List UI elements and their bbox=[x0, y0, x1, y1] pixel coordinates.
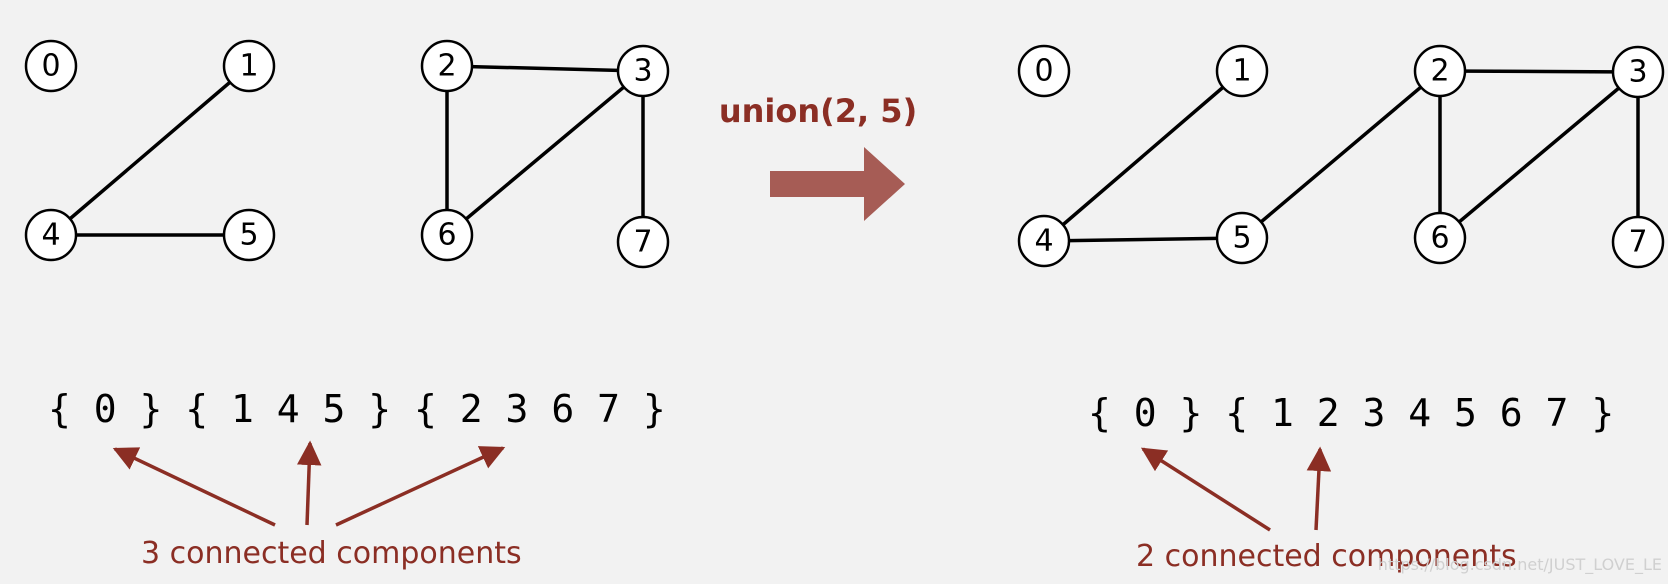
node-label: 4 bbox=[41, 218, 60, 253]
edge-3-6 bbox=[1438, 70, 1640, 240]
node-label: 5 bbox=[239, 218, 258, 253]
graph-before: 0 1 2 3 4 5 6 7 bbox=[24, 39, 670, 269]
node-label: 0 bbox=[41, 49, 60, 84]
node-label: 5 bbox=[1232, 221, 1251, 256]
node-label: 0 bbox=[1034, 54, 1053, 89]
node-label: 7 bbox=[1628, 225, 1647, 260]
node-label: 7 bbox=[633, 225, 652, 260]
node-0: 0 bbox=[24, 39, 78, 93]
node-2: 2 bbox=[420, 39, 474, 93]
component-pointer-arrow bbox=[112, 447, 276, 527]
right-arrow-icon bbox=[770, 147, 905, 221]
component-pointer-arrow bbox=[296, 440, 322, 526]
node-label: 1 bbox=[239, 49, 258, 84]
node-3: 3 bbox=[1611, 45, 1665, 99]
edge-2-5 bbox=[1240, 69, 1442, 240]
node-label: 6 bbox=[1430, 221, 1449, 256]
node-label: 3 bbox=[1628, 55, 1647, 90]
node-6: 6 bbox=[420, 208, 474, 262]
component-pointer-arrow bbox=[335, 446, 506, 527]
sets-before: { 0 } { 1 4 5 } { 2 3 6 7 } bbox=[48, 387, 666, 431]
graph-after: 0 1 2 3 4 5 6 7 bbox=[1017, 44, 1665, 269]
edge-4-5 bbox=[1042, 236, 1244, 243]
node-0: 0 bbox=[1017, 44, 1071, 98]
edge-3-6 bbox=[445, 69, 645, 237]
node-label: 2 bbox=[437, 49, 456, 84]
node-4: 4 bbox=[1017, 214, 1071, 268]
node-label: 2 bbox=[1430, 54, 1449, 89]
caption-before: 3 connected components bbox=[141, 536, 522, 571]
node-1: 1 bbox=[222, 39, 276, 93]
watermark: https://blog.csdn.net/JUST_LOVE_LE bbox=[1378, 555, 1662, 575]
node-label: 4 bbox=[1034, 224, 1053, 259]
component-pointer-arrow bbox=[1306, 446, 1332, 531]
edge-2-3 bbox=[1438, 69, 1640, 74]
sets-after: { 0 } { 1 2 3 4 5 6 7 } bbox=[1088, 391, 1614, 435]
node-7: 7 bbox=[1611, 215, 1665, 269]
node-4: 4 bbox=[24, 208, 78, 262]
edge-2-3 bbox=[445, 64, 645, 73]
node-label: 1 bbox=[1232, 54, 1251, 89]
node-1: 1 bbox=[1215, 44, 1269, 98]
node-2: 2 bbox=[1413, 44, 1467, 98]
node-5: 5 bbox=[222, 208, 276, 262]
node-3: 3 bbox=[616, 44, 670, 98]
caption-after: 2 connected components bbox=[1136, 539, 1517, 574]
union-operation-label: union(2, 5) bbox=[719, 92, 917, 130]
node-6: 6 bbox=[1413, 211, 1467, 265]
node-label: 6 bbox=[437, 218, 456, 253]
node-label: 3 bbox=[633, 54, 652, 89]
node-7: 7 bbox=[616, 215, 670, 269]
edge-1-4 bbox=[1042, 69, 1244, 243]
edge-1-4 bbox=[49, 64, 251, 237]
component-pointer-arrow bbox=[1140, 447, 1271, 532]
node-5: 5 bbox=[1215, 211, 1269, 265]
